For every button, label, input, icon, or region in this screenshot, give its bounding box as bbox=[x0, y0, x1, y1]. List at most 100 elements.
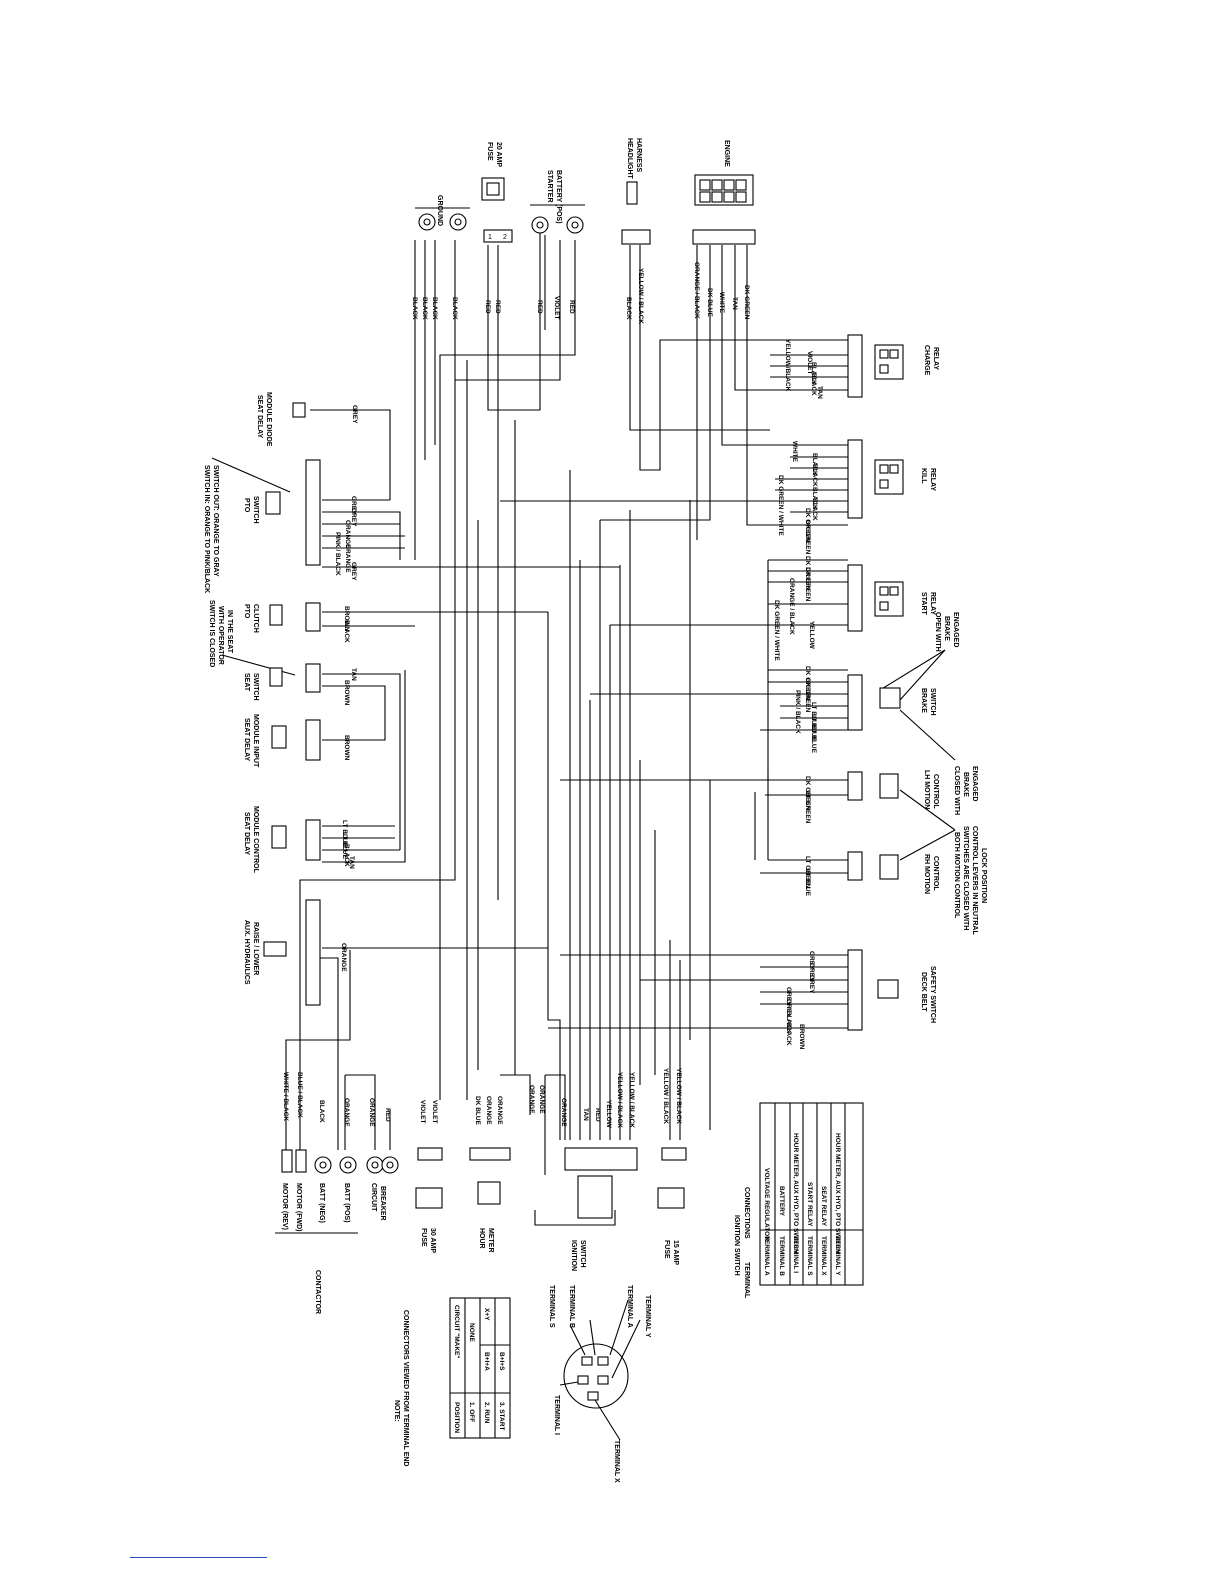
wire-label: BLACK bbox=[810, 362, 817, 385]
wire-label: VIOLET bbox=[553, 296, 560, 320]
wire-label: PINK / BLACK bbox=[334, 532, 341, 576]
wire-label: TAN bbox=[816, 386, 823, 399]
right-components: CHARGE RELAY KILL RELAY START RELAY OPEN… bbox=[847, 334, 987, 1031]
wire-label: LT BLUE bbox=[341, 820, 348, 848]
note-label-1: NOTE: bbox=[393, 1400, 400, 1422]
motion-note-4: LOCK POSITION bbox=[980, 848, 987, 903]
headlight-harness: HEADLIGHT HARNESS bbox=[621, 138, 651, 245]
wire-label: LT GREEN bbox=[804, 856, 811, 889]
ground-terminals: GROUND bbox=[415, 195, 470, 231]
wire-label: ORANGE bbox=[485, 1096, 492, 1125]
batt-pos-label: BATT (POS) bbox=[343, 1183, 350, 1223]
wire-label: YELLOW / BLACK bbox=[662, 1068, 669, 1124]
wire-label: RED bbox=[536, 300, 543, 314]
wire-lines bbox=[285, 230, 848, 1175]
wire-label: YELLOW/BLACK bbox=[784, 339, 791, 392]
fuse15-label-1: FUSE bbox=[663, 1240, 670, 1259]
wire-label: LT BLUE bbox=[810, 726, 817, 754]
ground-label: GROUND bbox=[436, 195, 443, 226]
circuit-breaker-label-1: CIRCUIT bbox=[370, 1183, 377, 1212]
seat-closed-note-1: SWITCH IS CLOSED bbox=[208, 600, 215, 667]
wire-label: GREY / BLACK bbox=[785, 987, 792, 1034]
engine-label: ENGINE bbox=[723, 140, 730, 167]
wire-label: BLACK bbox=[318, 1100, 325, 1123]
wire-label: PINK / BLACK bbox=[794, 690, 801, 734]
batt-neg-label: BATT (NEG) bbox=[318, 1183, 325, 1223]
wire-label: BLACK bbox=[625, 297, 632, 320]
wire-label: GREY bbox=[350, 508, 357, 527]
brake-open-label-2: BRAKE bbox=[943, 616, 950, 641]
kill-relay-label-2: RELAY bbox=[929, 468, 936, 491]
wire-label: DK GREEN bbox=[743, 285, 750, 320]
starter-label-1: STARTER bbox=[546, 170, 553, 203]
wire-label: ORANGE bbox=[343, 1098, 350, 1127]
pto-note-2: SWITCH OUT: ORANGE TO GRAY bbox=[212, 465, 219, 577]
terminal-label: TERMINAL B bbox=[568, 1285, 575, 1328]
deck-belt-label-1: DECK BELT bbox=[920, 972, 927, 1012]
start-relay-label-1: START bbox=[920, 592, 927, 616]
charge-relay-label-1: CHARGE bbox=[923, 345, 930, 376]
wire-label: ORANGE bbox=[368, 1098, 375, 1127]
closed-brake-label-1: CLOSED WITH bbox=[953, 766, 960, 815]
seat-delay-control-label-1: SEAT DELAY bbox=[243, 812, 250, 856]
wire-label: TAN bbox=[731, 297, 738, 310]
wire-label: DK GREEN bbox=[804, 678, 811, 713]
wire-label: RED bbox=[384, 1108, 391, 1122]
position-table-cell: B+I+A bbox=[483, 1352, 490, 1371]
wire-label: ORANGE / BLACK bbox=[693, 262, 700, 319]
ignition-label-2: SWITCH bbox=[579, 1240, 586, 1268]
wire-label: GREY bbox=[351, 405, 358, 424]
ignition-table-cell: BATTERY bbox=[778, 1186, 785, 1217]
start-relay-label-2: RELAY bbox=[929, 592, 936, 615]
hour-meter-label-2: METER bbox=[487, 1228, 494, 1253]
ignition-label-1: IGNITION bbox=[570, 1240, 577, 1271]
seat-closed-note-2: WITH OPERATOR bbox=[217, 606, 224, 665]
headlight-label-1: HEADLIGHT bbox=[626, 138, 633, 180]
closed-brake-label-2: BRAKE bbox=[962, 772, 969, 797]
ignition-table-cell: TERMINAL S bbox=[806, 1236, 813, 1276]
pto-switch-label-1: PTO bbox=[243, 498, 250, 513]
fuse20-label-2: 20 AMP bbox=[495, 142, 502, 167]
wire-label: RED bbox=[568, 300, 575, 314]
aux-hyd-label-1: AUX. HYDRAULICS bbox=[243, 920, 250, 985]
svg-text:1: 1 bbox=[488, 234, 492, 241]
wire-label: DK GREEN bbox=[804, 508, 811, 543]
wire-label: TAN bbox=[350, 668, 357, 681]
seat-delay-input-label-2: MODULE INPUT bbox=[252, 714, 259, 768]
wire-label: ORANGE bbox=[344, 520, 351, 549]
terminal-label: TERMINAL X bbox=[613, 1440, 620, 1483]
wire-label: BLACK bbox=[811, 453, 818, 476]
wire-label: YELLOW / BLACK bbox=[628, 1072, 635, 1128]
ignition-terminal-view: TERMINAL S TERMINAL B TERMINAL A TERMINA… bbox=[548, 1285, 651, 1483]
fuse30-label-2: 30 AMP bbox=[429, 1228, 436, 1253]
wire-label: VIOLET bbox=[431, 1100, 438, 1124]
brake-open-label-1: OPEN WITH bbox=[934, 612, 941, 652]
ignition-table-cell: START RELAY bbox=[806, 1182, 813, 1227]
ignition-table-cell: TERMINAL I bbox=[792, 1236, 799, 1273]
deck-belt-label-2: SAFETY SWITCH bbox=[929, 966, 936, 1023]
ignition-table-header: CONNECTIONS bbox=[743, 1187, 750, 1239]
ignition-table-cell: TERMINAL A bbox=[763, 1236, 770, 1276]
engine-connector: ENGINE bbox=[692, 140, 756, 245]
fuse20-label-1: FUSE bbox=[486, 142, 493, 161]
rh-motion-label-2: CONTROL bbox=[932, 856, 939, 891]
headlight-label-2: HARNESS bbox=[635, 138, 642, 173]
contactor-label: CONTACTOR bbox=[314, 1270, 321, 1314]
wire-label: BLACK bbox=[451, 297, 458, 320]
wire-label: BLACK bbox=[811, 487, 818, 510]
wire-label: BLACK bbox=[343, 620, 350, 643]
wire-label: BLACK bbox=[811, 464, 818, 487]
ignition-table-header: TERMINAL bbox=[743, 1262, 750, 1299]
wire-label: DK GREEN / WHITE bbox=[773, 600, 780, 661]
wire-label: BLACK bbox=[343, 844, 350, 867]
top-wire-labels: BLACK BLACK BLACK BLACK RED RED RED VIOL… bbox=[411, 262, 750, 324]
wire-label: DK GREEN bbox=[804, 520, 811, 555]
wire-label: LT BLUE bbox=[341, 832, 348, 860]
wire-label: BLACK bbox=[431, 297, 438, 320]
ignition-table-cell: TERMINAL Y bbox=[834, 1236, 841, 1276]
terminal-label: TERMINAL A bbox=[626, 1285, 633, 1328]
ignition-table-cell: TERMINAL B bbox=[778, 1236, 785, 1276]
fuse30-label-1: FUSE bbox=[420, 1228, 427, 1247]
wire-label: VIOLET bbox=[806, 351, 813, 375]
